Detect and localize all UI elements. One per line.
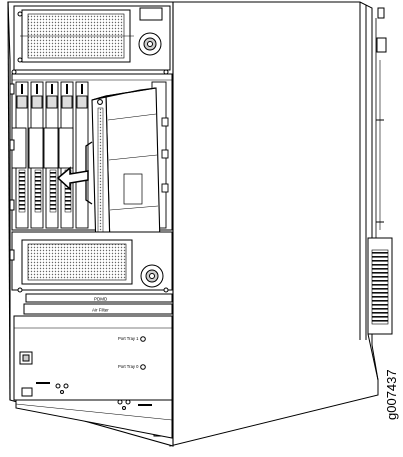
bottom-fan-tray — [11, 231, 173, 293]
bottom-control-strip — [15, 382, 173, 439]
cage-guides — [161, 117, 169, 193]
removal-direction-arrow — [56, 166, 89, 191]
air-filter-label: Air Filter — [92, 308, 109, 313]
removed-module — [85, 87, 161, 255]
air-filter-bar — [23, 303, 173, 315]
side-vent — [367, 237, 393, 381]
pdmd-bar — [25, 293, 173, 303]
port-tray-panel — [13, 315, 173, 401]
port-tray-1-label: Port Tray 1 — [118, 336, 139, 341]
pdmd-label: PDMD — [94, 297, 108, 302]
top-fan-tray — [11, 5, 171, 75]
figure-id: g007437 — [384, 369, 399, 420]
left-rail — [9, 83, 15, 261]
line-card-slots — [11, 81, 167, 229]
port-tray-0-label: Port Tray 0 — [118, 364, 139, 369]
chassis-side-panel — [169, 1, 387, 447]
